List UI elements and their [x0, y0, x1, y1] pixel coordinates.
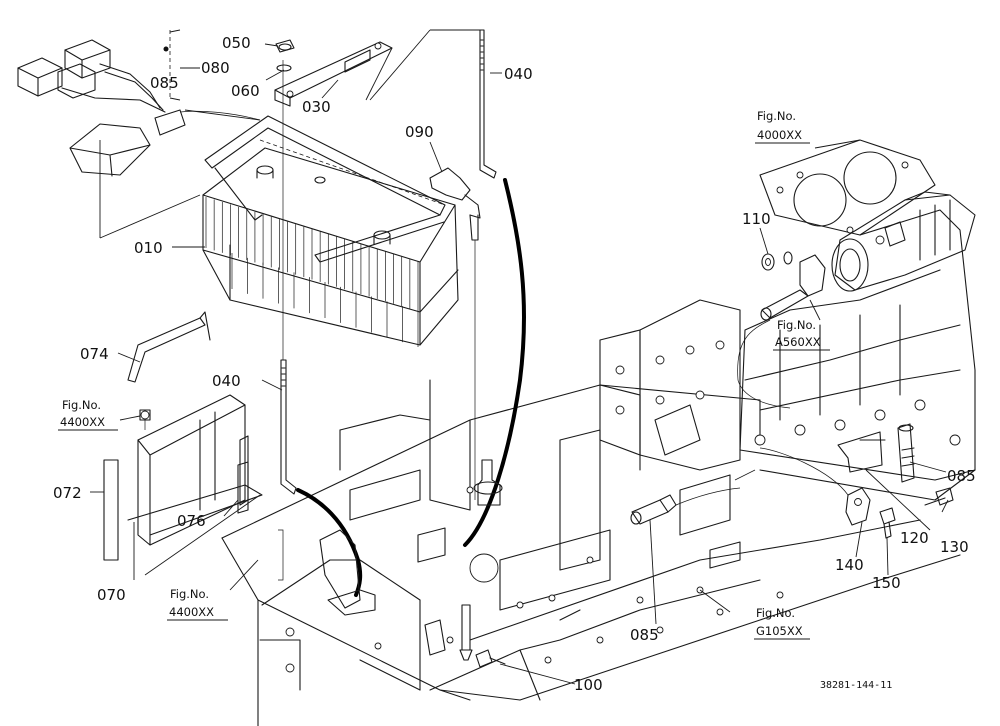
- callout-070: 070: [97, 586, 126, 604]
- svg-text:A560XX: A560XX: [775, 335, 821, 349]
- engine-side-parts: [630, 251, 954, 539]
- callout-085-sensor: 085: [630, 626, 659, 644]
- svg-text:4400XX: 4400XX: [169, 605, 214, 619]
- callout-060: 060: [231, 82, 260, 100]
- callout-100: 100: [574, 676, 603, 694]
- callout-130: 130: [940, 538, 969, 556]
- callout-080: 080: [201, 59, 230, 77]
- rod-040-upper: [479, 29, 497, 179]
- bolt-100: [475, 649, 506, 668]
- callout-140: 140: [835, 556, 864, 574]
- figure-references: Fig.No. 4000XX Fig.No. A560XX Fig.No. 44…: [58, 109, 830, 640]
- callout-085-harness: 085: [150, 74, 179, 92]
- svg-text:Fig.No.: Fig.No.: [62, 398, 101, 412]
- drawing-number: 38281-144-11: [820, 680, 892, 691]
- svg-text:Fig.No.: Fig.No.: [777, 318, 816, 332]
- callout-030: 030: [302, 98, 331, 116]
- harness-connectors: [17, 30, 261, 177]
- callout-072: 072: [53, 484, 82, 502]
- callout-090: 090: [405, 123, 434, 141]
- callout-110: 110: [742, 210, 771, 228]
- fig-ref-4400xx-bottom: Fig.No. 4400XX: [167, 587, 228, 621]
- leader-lines: [90, 29, 949, 685]
- callout-150: 150: [872, 574, 901, 592]
- callout-074: 074: [80, 345, 109, 363]
- callout-040-lower: 040: [212, 372, 241, 390]
- battery-cables: [296, 178, 527, 616]
- rod-040-lower: [278, 60, 297, 581]
- svg-text:4000XX: 4000XX: [757, 128, 802, 142]
- callout-010: 010: [134, 239, 163, 257]
- svg-text:4400XX: 4400XX: [60, 415, 105, 429]
- battery-bracket: [103, 311, 263, 561]
- plate-030-fasteners: [274, 39, 393, 107]
- engine-block: [599, 139, 976, 501]
- callout-040-upper: 040: [504, 65, 533, 83]
- callout-085-engine: 085: [947, 467, 976, 485]
- callout-076: 076: [177, 512, 206, 530]
- svg-text:Fig.No.: Fig.No.: [756, 606, 795, 620]
- battery-assembly: [202, 115, 459, 347]
- chassis-frame: [221, 379, 961, 726]
- fig-ref-4400xx-left: Fig.No. 4400XX: [58, 398, 118, 431]
- fig-ref-4000xx: Fig.No. 4000XX: [755, 109, 810, 144]
- svg-text:Fig.No.: Fig.No.: [757, 109, 796, 123]
- fig-ref-g105xx: Fig.No. G105XX: [754, 606, 810, 640]
- callout-120: 120: [900, 529, 929, 547]
- fig-ref-a560xx: Fig.No. A560XX: [773, 318, 830, 351]
- svg-text:Fig.No.: Fig.No.: [170, 587, 209, 601]
- callout-050: 050: [222, 34, 251, 52]
- svg-text:G105XX: G105XX: [756, 624, 803, 638]
- cable-clamp-090: [424, 167, 503, 661]
- callout-labels: 050 060 030 040 080 085 090 010 110 074 …: [53, 34, 976, 694]
